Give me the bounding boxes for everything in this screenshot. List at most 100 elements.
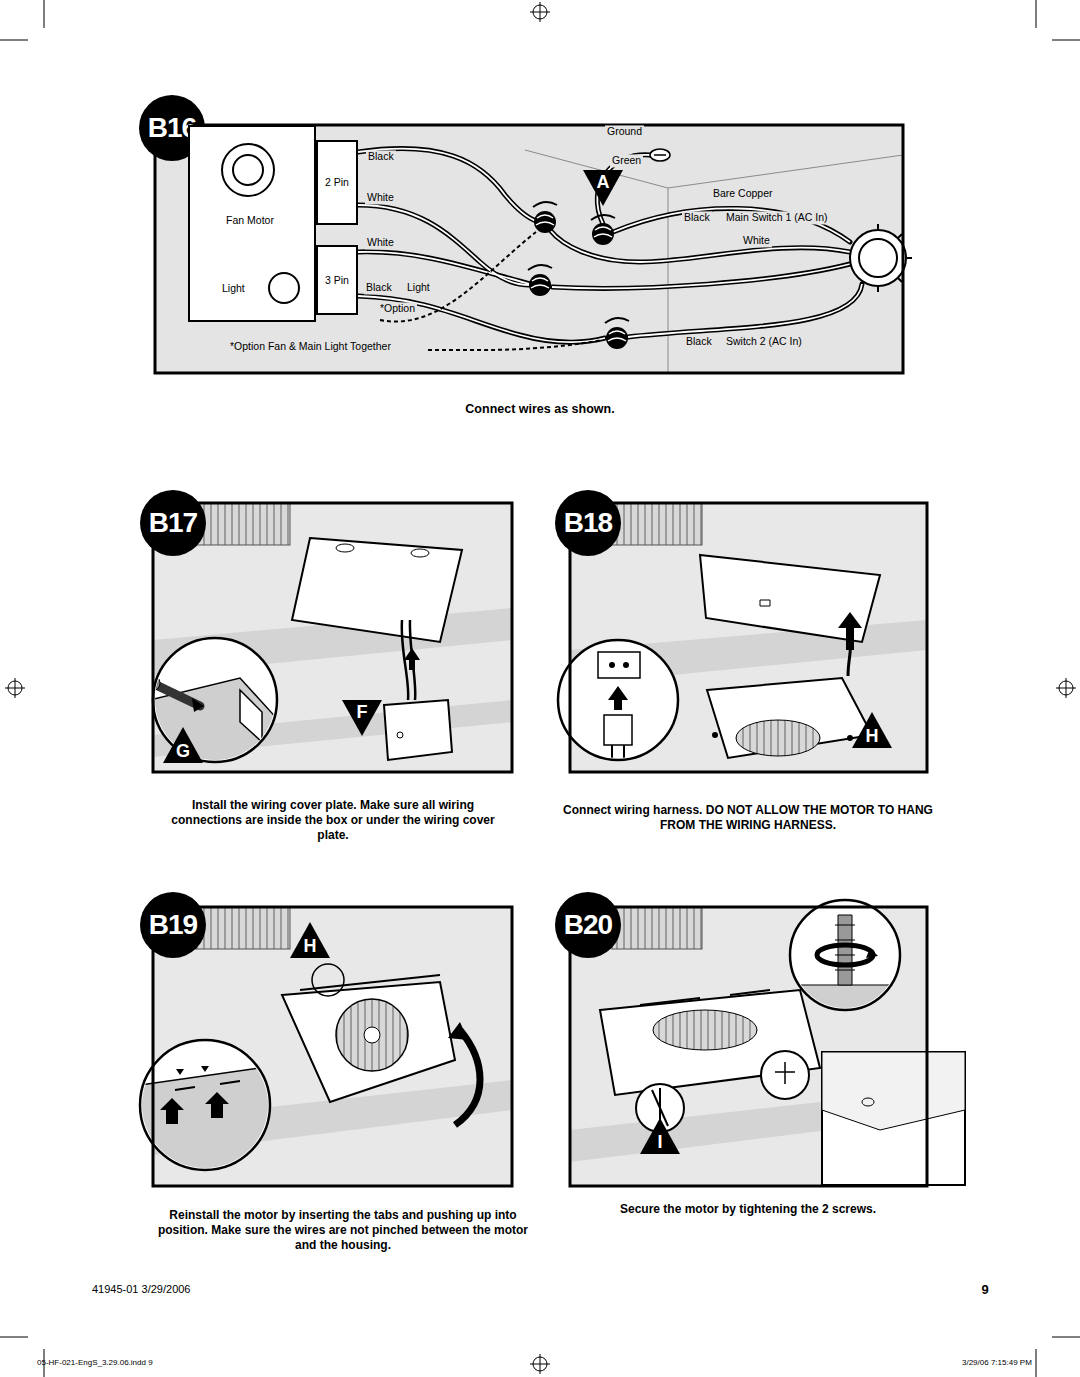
step-illustration <box>570 907 927 1186</box>
wire-nut <box>536 215 554 225</box>
callout-triangle <box>290 922 330 958</box>
signal-name: Main Switch 1 (AC In) <box>724 211 830 224</box>
step-illustration <box>612 745 624 770</box>
pin-connector: 2 Pin <box>316 140 358 225</box>
document-number: 41945-01 3/29/2006 <box>90 1283 192 1297</box>
step-number: B17 <box>149 509 197 537</box>
step-number: B18 <box>564 509 612 537</box>
step-illustration <box>570 503 927 772</box>
wire <box>628 284 862 337</box>
twist-arrow <box>528 265 552 270</box>
ground-screw <box>650 149 670 161</box>
wire-nut <box>606 327 628 349</box>
wire-color: Black <box>682 211 712 224</box>
callout-letter: A <box>597 173 610 191</box>
signal-name: Light <box>405 281 432 294</box>
step-illustration <box>623 662 629 668</box>
connector-label: 3 Pin <box>325 275 349 286</box>
wire-nut <box>529 274 551 296</box>
note: *Option <box>378 302 417 315</box>
step-illustration <box>838 612 862 650</box>
step-illustration <box>775 1062 795 1084</box>
wire-label: Ground <box>605 125 644 138</box>
wiring-panel <box>155 125 903 373</box>
step-illustration <box>847 735 853 741</box>
ground-screw <box>654 154 666 156</box>
step-illustration <box>640 990 770 1005</box>
callout-letter: G <box>176 742 190 760</box>
step-number: B19 <box>149 911 197 939</box>
step-illustration <box>612 907 702 949</box>
callout-letter: F <box>357 703 368 721</box>
registration-marks <box>5 678 25 698</box>
step-illustration <box>862 1098 874 1106</box>
step-badge: B17 <box>140 490 206 556</box>
step-illustration <box>140 1065 280 1180</box>
registration-marks <box>1056 678 1076 698</box>
step-illustration <box>144 675 280 770</box>
wire <box>358 149 862 343</box>
motor-symbol <box>222 144 274 196</box>
callout-letter: H <box>304 937 317 955</box>
wire-color: Green <box>610 154 643 167</box>
wire <box>597 155 650 224</box>
callout-marker: H <box>290 922 330 958</box>
twist-arrow <box>605 318 629 323</box>
page-number: 9 <box>979 1282 990 1298</box>
step-illustration <box>760 600 770 606</box>
callout-triangle <box>640 1118 680 1154</box>
step-illustration <box>866 948 878 958</box>
step-illustration <box>140 1065 280 1085</box>
optional-wire <box>380 232 602 350</box>
step-illustration <box>598 652 640 770</box>
step-illustration <box>653 1010 757 1050</box>
twist-arrow <box>591 215 615 220</box>
callout-marker: I <box>640 1118 680 1154</box>
callout-marker: A <box>583 170 623 206</box>
step-illustration <box>153 503 512 772</box>
callout-triangle <box>583 170 623 206</box>
step-illustration <box>790 915 900 1015</box>
step-illustration <box>712 732 718 738</box>
component-name: Fan Motor <box>226 215 274 226</box>
note: *Option Fan & Main Light Together <box>228 340 393 353</box>
step-caption: Secure the motor by tightening the 2 scr… <box>618 1202 878 1217</box>
step-illustration <box>598 652 640 678</box>
registration-marks <box>530 1354 550 1374</box>
step-illustration <box>160 1092 229 1124</box>
callout-marker: F <box>342 700 382 736</box>
step-caption: Reinstall the motor by inserting the tab… <box>154 1208 533 1253</box>
step-illustration <box>144 503 512 772</box>
step-illustration <box>448 1022 468 1040</box>
registration-marks <box>530 2 550 22</box>
step-illustration <box>822 1052 965 1130</box>
motor-symbol <box>269 273 299 303</box>
file-slug: 05-HF-021-EngS_3.29.06.indd 9 <box>35 1358 155 1368</box>
step-illustration <box>612 503 702 545</box>
wire-nut <box>534 211 556 233</box>
step-caption: Install the wiring cover plate. Make sur… <box>156 798 510 843</box>
wire-nut <box>529 211 628 349</box>
step-illustration <box>336 544 354 552</box>
step-number: B20 <box>564 911 612 939</box>
step-badge: B19 <box>140 892 206 958</box>
optional-wire <box>428 340 602 350</box>
callout-letter: H <box>866 727 879 745</box>
callout-triangle <box>342 700 382 736</box>
signal-name: Switch 2 (AC In) <box>724 335 804 348</box>
component-name: Light <box>222 283 245 294</box>
step-illustration <box>150 678 280 770</box>
timestamp: 3/29/06 7:15:49 PM <box>960 1358 1034 1368</box>
wire-nut <box>608 331 626 341</box>
step-badge: B18 <box>555 490 621 556</box>
wire-nut <box>531 278 549 288</box>
ceiling-connector <box>878 224 912 292</box>
step-illustration <box>817 945 873 965</box>
step-illustration <box>736 720 820 756</box>
step-illustration <box>195 503 290 545</box>
step-illustration <box>608 686 628 710</box>
step-illustration <box>558 640 678 760</box>
callout-triangle <box>163 727 203 763</box>
